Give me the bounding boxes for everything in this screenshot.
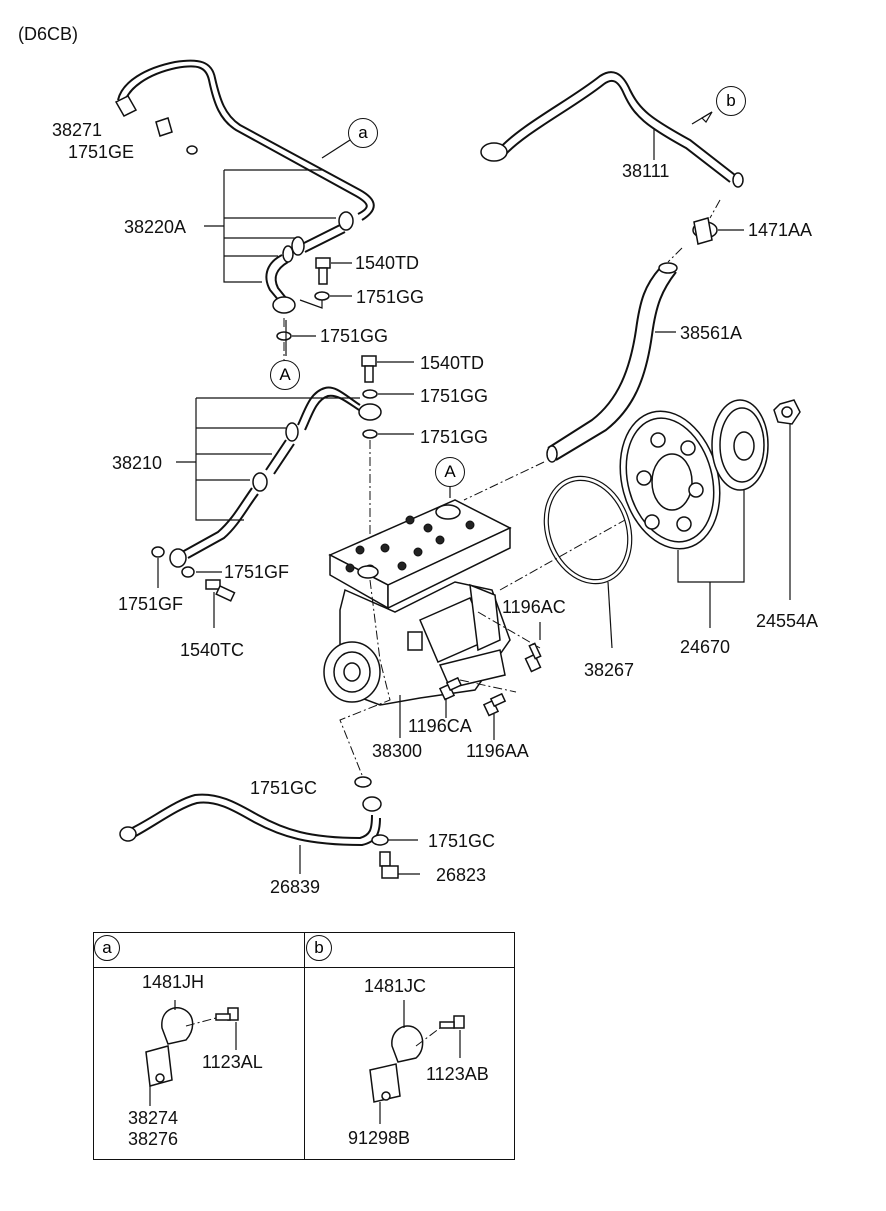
label-38561a[interactable]: 38561A — [680, 323, 743, 343]
detail-a-drawing — [145, 1000, 239, 1106]
pipe-26839 — [119, 793, 382, 874]
label-38220a[interactable]: 38220A — [124, 217, 187, 237]
detail-tag-b: b — [306, 935, 332, 961]
oring-1751gg-2 — [276, 331, 292, 341]
label-1196ac[interactable]: 1196AC — [502, 597, 566, 617]
callout-a[interactable]: a — [348, 118, 378, 148]
oring-1751gf-a — [151, 546, 165, 558]
bolt-26823 — [379, 851, 420, 879]
label-1751gg-2[interactable]: 1751GG — [320, 326, 389, 346]
gasket-38267 — [543, 475, 633, 649]
label-1751gc-1[interactable]: 1751GC — [250, 778, 318, 798]
label-1751gg-3[interactable]: 1751GG — [420, 386, 489, 406]
label-1540tc[interactable]: 1540TC — [180, 640, 245, 660]
callout-b[interactable]: b — [716, 86, 746, 116]
nut-24554a — [773, 399, 801, 600]
label-24554a[interactable]: 24554A — [756, 611, 819, 631]
bolt-1196aa — [482, 692, 507, 740]
label-91298b[interactable]: 91298B — [348, 1128, 411, 1148]
label-38276[interactable]: 38276 — [128, 1129, 179, 1149]
leader-38210 — [176, 397, 360, 521]
compressor-port — [357, 565, 379, 579]
label-1751gc-2[interactable]: 1751GC — [428, 831, 496, 851]
gear-24670 — [619, 399, 769, 550]
callout-A-mid[interactable]: A — [435, 457, 465, 487]
bolt-1196ca — [438, 676, 463, 718]
pipe-38111 — [480, 71, 744, 188]
label-26839[interactable]: 26839 — [270, 877, 321, 897]
label-1751gg-4[interactable]: 1751GG — [420, 427, 489, 447]
oring-1751gc-2 — [371, 834, 389, 846]
bolt-1540td-upper — [315, 257, 352, 285]
label-1196aa[interactable]: 1196AA — [466, 741, 529, 761]
label-1540td-1[interactable]: 1540TD — [355, 253, 420, 273]
oring-1751gf-b — [181, 566, 195, 578]
label-24670[interactable]: 24670 — [680, 637, 731, 657]
bolt-1540tc — [205, 579, 236, 628]
label-1481jh[interactable]: 1481JH — [142, 972, 205, 992]
label-1123ab[interactable]: 1123AB — [426, 1064, 489, 1084]
model-code: (D6CB) — [18, 24, 79, 44]
leader-a-arrow — [321, 139, 351, 159]
label-1751ge[interactable]: 1751GE — [68, 142, 135, 162]
label-1471aa[interactable]: 1471AA — [748, 220, 813, 240]
label-1751gg-1[interactable]: 1751GG — [356, 287, 425, 307]
label-38111[interactable]: 38111 — [622, 161, 670, 181]
label-1196ca[interactable]: 1196CA — [408, 716, 472, 736]
pipe-38220a — [117, 59, 375, 314]
detail-tag-a: a — [94, 935, 120, 961]
label-26823[interactable]: 26823 — [436, 865, 487, 885]
detail-table-divider — [304, 933, 305, 1159]
fitting-38271 — [114, 95, 173, 137]
detail-b-drawing — [369, 1000, 465, 1124]
label-1540td-2[interactable]: 1540TD — [420, 353, 485, 373]
oring-1751ge — [186, 145, 198, 155]
oring-1751gg-upper — [314, 291, 330, 301]
oring-1751gc-1 — [354, 776, 372, 788]
label-1123al[interactable]: 1123AL — [202, 1052, 263, 1072]
label-1481jc[interactable]: 1481JC — [364, 976, 427, 996]
label-1751gf-1[interactable]: 1751GF — [224, 562, 290, 582]
callout-A-top[interactable]: A — [270, 360, 300, 390]
oring-1751gg-4 — [362, 429, 378, 439]
bolt-1196ac — [524, 622, 542, 673]
bolt-1540td-lower — [361, 355, 414, 383]
compressor-38300 — [323, 499, 512, 706]
clamp-1471aa — [692, 217, 744, 245]
label-1751gf-2[interactable]: 1751GF — [118, 594, 184, 614]
label-38300[interactable]: 38300 — [372, 741, 423, 761]
leader-38220a — [204, 169, 336, 283]
hose-38561a — [546, 262, 678, 463]
detail-table — [93, 932, 515, 1160]
label-38267[interactable]: 38267 — [584, 660, 635, 680]
oring-1751gg-3 — [362, 389, 378, 399]
pipe-38210 — [169, 386, 382, 568]
label-38271[interactable]: 38271 — [52, 120, 103, 140]
label-38210[interactable]: 38210 — [112, 453, 163, 473]
label-38274[interactable]: 38274 — [128, 1108, 179, 1128]
